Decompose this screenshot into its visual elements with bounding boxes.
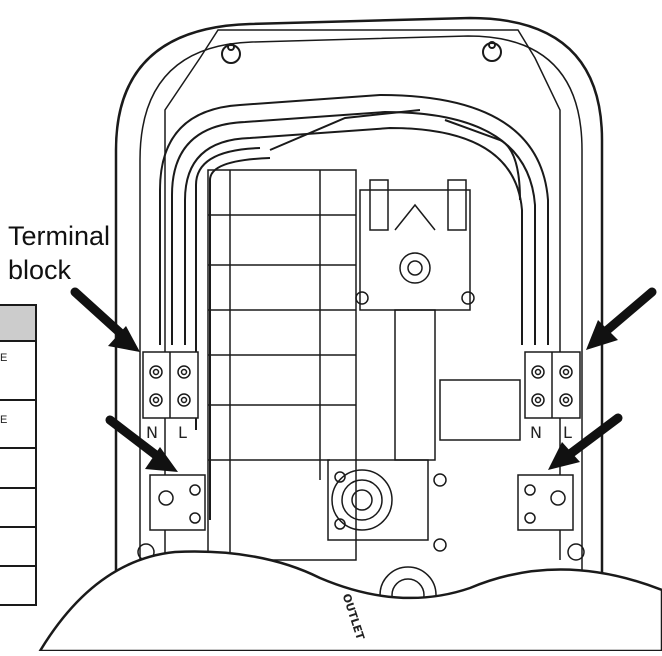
heating-cylinder — [207, 169, 357, 561]
right-neutral-label: N — [530, 423, 542, 442]
earth-terminal-right — [517, 474, 585, 561]
wiring-table — [0, 304, 37, 606]
keyhole-right — [482, 41, 502, 62]
thermostat-assembly — [355, 179, 521, 461]
cutaway-edge — [37, 550, 662, 653]
left-live-label: L — [178, 423, 187, 442]
terminal-block-callout: Terminal block — [8, 221, 111, 285]
back-plate — [164, 29, 561, 560]
inner-casing — [139, 35, 583, 600]
earth-terminal-left — [137, 474, 206, 561]
outer-casing — [114, 16, 604, 620]
arrow-right-upper — [586, 287, 657, 350]
table-row-letter: E — [0, 352, 8, 364]
arrow-left-upper — [70, 287, 140, 352]
cables — [159, 93, 549, 520]
right-live-label: L — [563, 423, 572, 442]
terminal-block-left — [142, 351, 199, 419]
arrow-left-lower — [105, 415, 178, 472]
table-row-letter: E — [0, 414, 8, 426]
keyhole-left — [221, 43, 241, 64]
arrow-right-lower — [548, 413, 623, 470]
arrows — [70, 287, 657, 472]
left-neutral-label: N — [146, 423, 158, 442]
terminal-block-right — [524, 351, 581, 419]
